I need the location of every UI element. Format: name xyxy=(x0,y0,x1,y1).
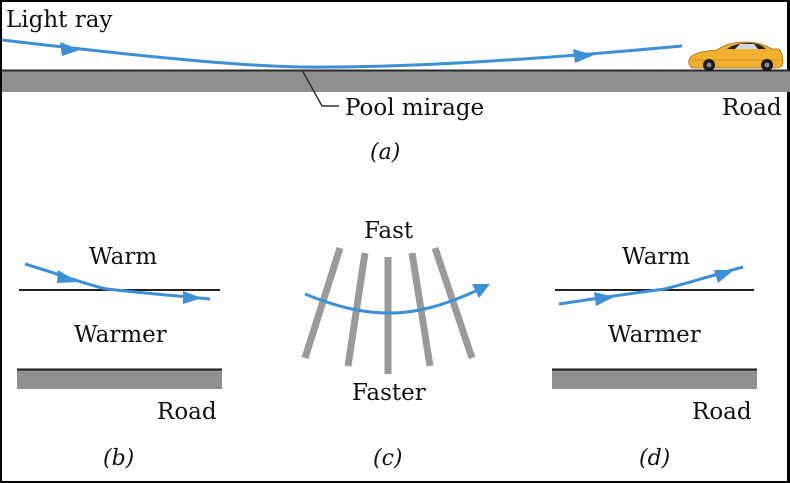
caption-d: (d) xyxy=(639,446,670,471)
wavefront-bar xyxy=(431,246,476,360)
road-label-a: Road xyxy=(722,95,782,121)
ray-arrow-icon xyxy=(472,284,490,298)
warmer-label-d: Warmer xyxy=(608,322,701,348)
road-label-d: Road xyxy=(692,399,752,425)
ray-arrow-icon xyxy=(714,270,734,283)
light-ray-a xyxy=(2,38,683,69)
faster-label: Faster xyxy=(352,380,426,406)
wavefront-bar xyxy=(301,246,344,360)
caption-b: (b) xyxy=(103,446,134,471)
ray-arrow-icon xyxy=(573,49,594,63)
light-ray-c xyxy=(304,287,481,315)
warm-label-b: Warm xyxy=(89,244,157,270)
warmer-label-b: Warmer xyxy=(74,322,167,348)
road-band-b xyxy=(17,369,222,389)
ray-arrow-icon xyxy=(183,291,202,304)
light-ray-b xyxy=(24,262,211,301)
warm-label-d: Warm xyxy=(622,244,690,270)
road-band-a xyxy=(2,70,790,92)
sports-car-icon xyxy=(688,41,784,71)
panel-b: Warm Warmer Road (b) xyxy=(17,244,222,471)
panel-c: Fast Faster (c) xyxy=(301,218,490,471)
caption-a: (a) xyxy=(370,140,400,165)
ray-arrow-icon xyxy=(60,42,80,56)
pool-mirage-label: Pool mirage xyxy=(345,95,484,121)
ray-arrow-icon xyxy=(57,270,78,283)
panel-d: Warm Warmer Road (d) xyxy=(552,244,757,471)
road-band-d xyxy=(552,369,757,389)
light-ray-label: Light ray xyxy=(6,7,112,33)
road-label-b: Road xyxy=(157,399,217,425)
panel-a: Light ray Pool mirage Road (a) xyxy=(2,7,790,165)
fast-label: Fast xyxy=(364,218,414,244)
ray-arrow-icon xyxy=(594,292,614,306)
caption-c: (c) xyxy=(373,446,403,471)
mirage-leader-line xyxy=(301,69,339,107)
